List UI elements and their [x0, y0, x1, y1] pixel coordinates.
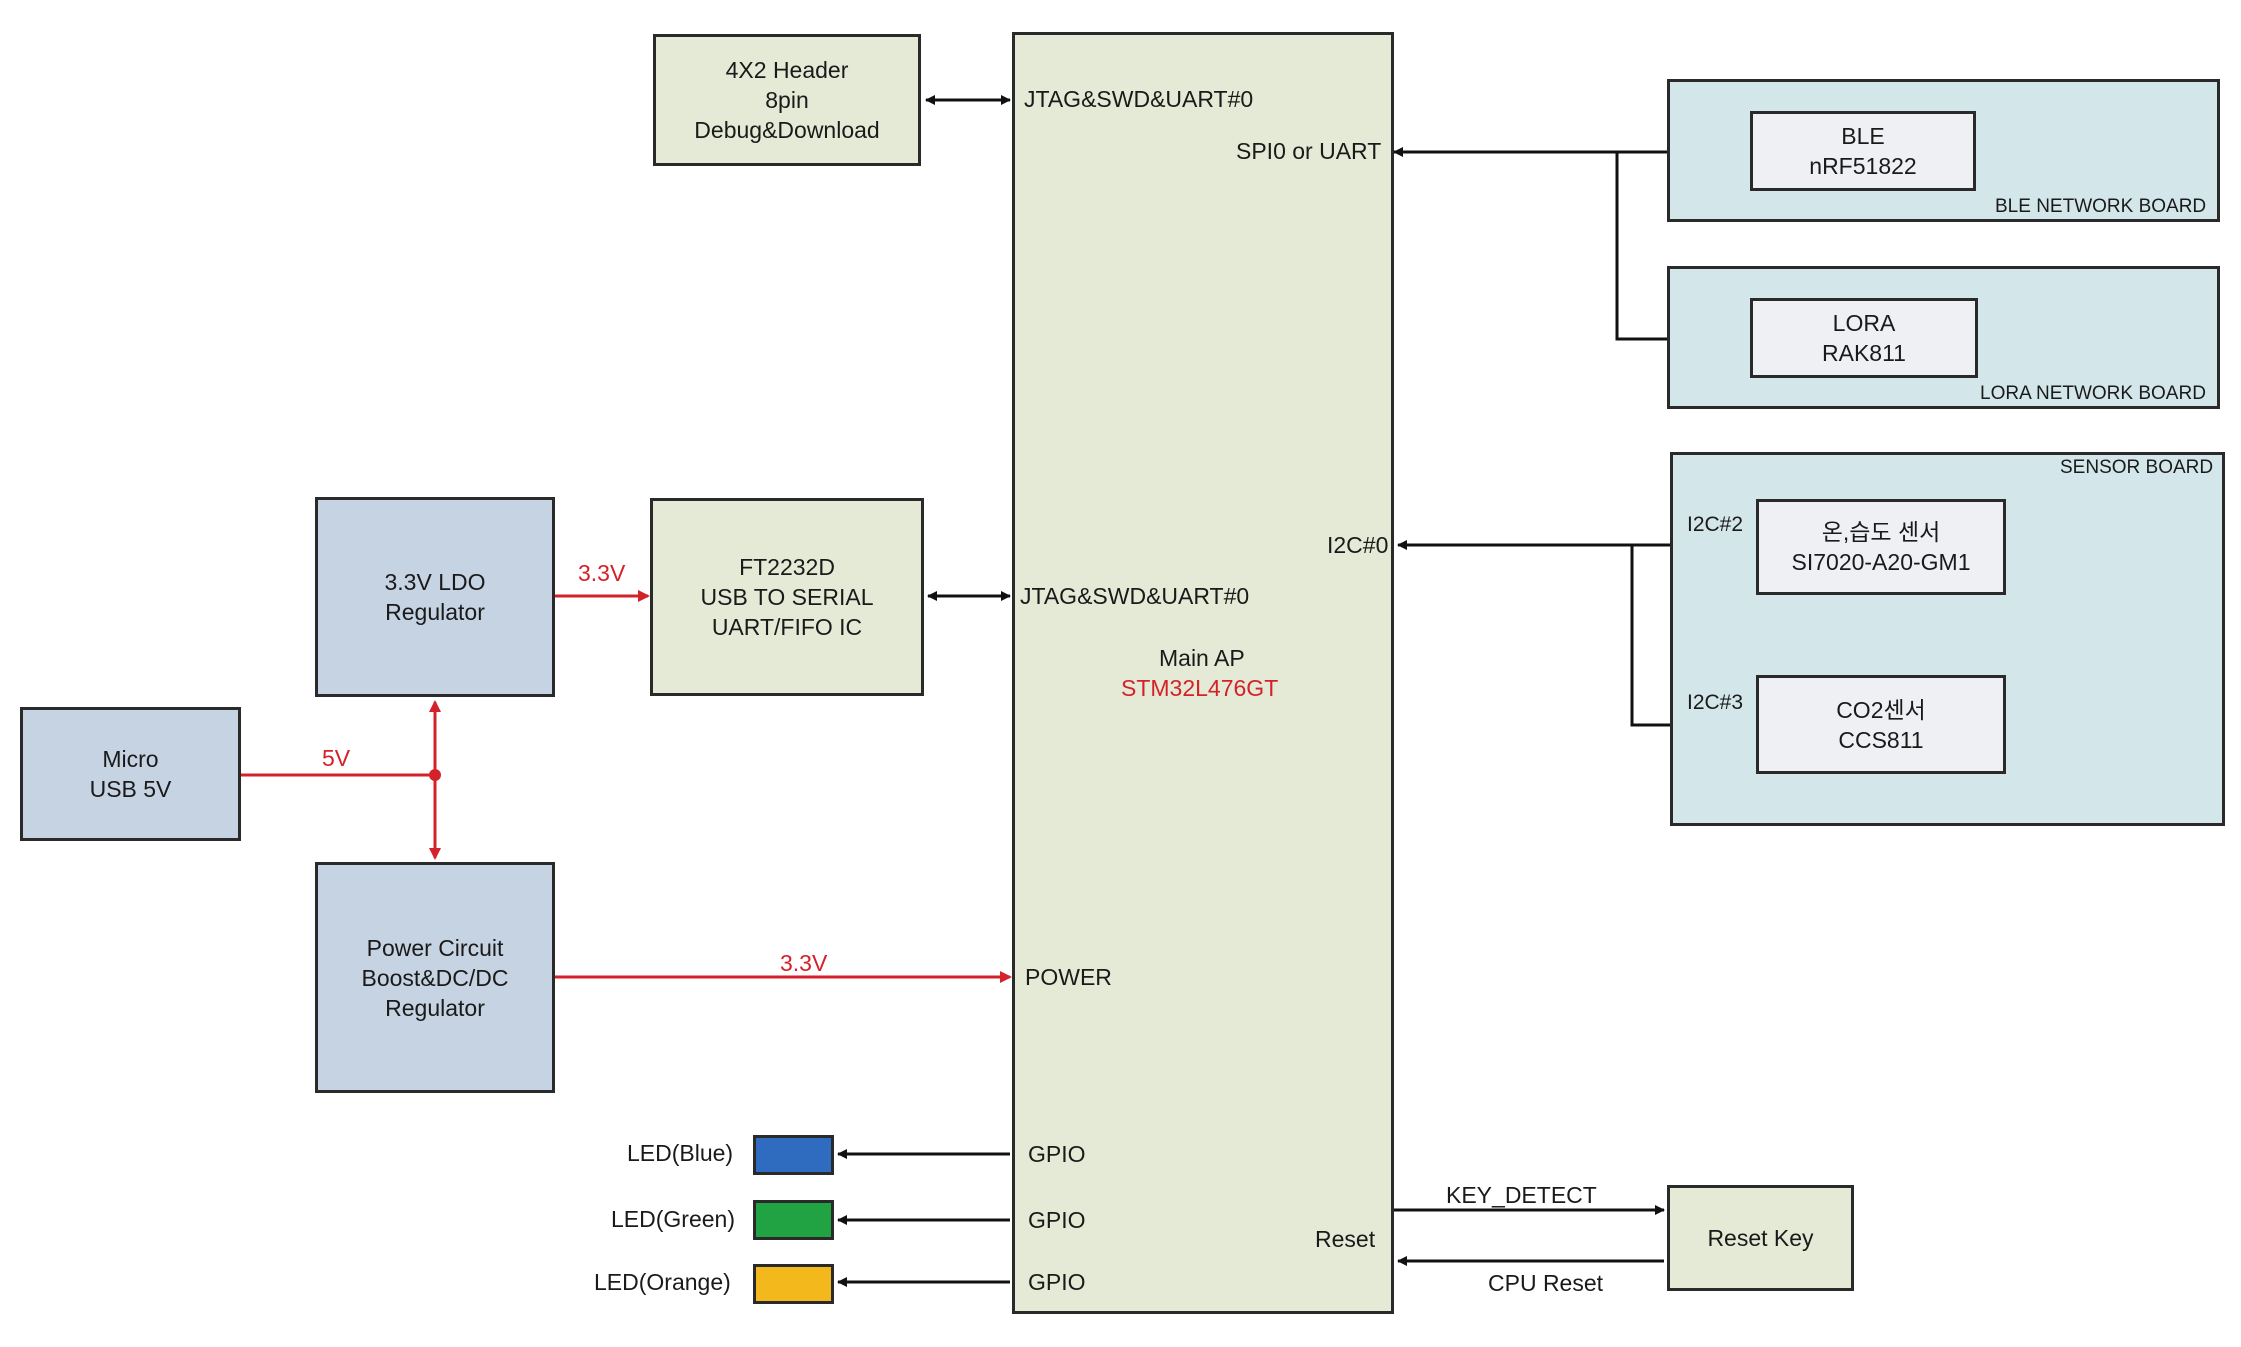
- lora-part: RAK811: [1822, 340, 1906, 366]
- label-5v: 5V: [322, 745, 351, 771]
- label-cpu-reset: CPU Reset: [1488, 1270, 1604, 1296]
- usb-line2: USB 5V: [89, 776, 172, 802]
- led-orange: [753, 1264, 834, 1304]
- led-green-label: LED(Green): [611, 1206, 735, 1232]
- humidity-name: 온,습도 센서: [1821, 519, 1941, 545]
- co2-name: CO2센서: [1836, 696, 1926, 723]
- reset-key-label: Reset Key: [1707, 1225, 1814, 1251]
- co2-part: CCS811: [1838, 726, 1924, 753]
- label-key-detect: KEY_DETECT: [1446, 1182, 1597, 1208]
- ft2232-line1: FT2232D: [739, 554, 835, 580]
- ble-part: nRF51822: [1809, 153, 1917, 179]
- sensor-board-label: SENSOR BOARD: [2060, 457, 2214, 478]
- usb-line1: Micro: [102, 746, 159, 772]
- pin-power: POWER: [1025, 964, 1112, 990]
- pin-i2c0: I2C#0: [1327, 532, 1389, 558]
- ldo-line2: Regulator: [385, 599, 485, 625]
- pin-gpio-3: GPIO: [1028, 1269, 1086, 1295]
- main-ap: [1012, 32, 1394, 1314]
- main-ap-title: Main AP: [1159, 645, 1245, 671]
- pin-reset: Reset: [1315, 1226, 1376, 1252]
- led-blue-label: LED(Blue): [627, 1140, 734, 1166]
- pin-i2c2: I2C#2: [1687, 513, 1744, 536]
- debug-header: 4X2 Header 8pin Debug&Download: [653, 34, 921, 166]
- led-orange-label: LED(Orange): [594, 1269, 731, 1295]
- pin-jtag-top: JTAG&SWD&UART#0: [1024, 86, 1254, 112]
- humidity-part: SI7020-A20-GM1: [1791, 549, 1971, 575]
- lora-name: LORA: [1832, 310, 1896, 336]
- pin-gpio-1: GPIO: [1028, 1141, 1086, 1167]
- ldo-line1: 3.3V LDO: [384, 569, 486, 595]
- label-3v3-power: 3.3V: [780, 950, 828, 976]
- ble-module: BLE nRF51822: [1750, 111, 1976, 191]
- humidity-sensor: 온,습도 센서 SI7020-A20-GM1: [1756, 499, 2006, 595]
- ble-board-label: BLE NETWORK BOARD: [1995, 196, 2207, 217]
- micro-usb: Micro USB 5V: [20, 707, 241, 841]
- power-line3: Regulator: [385, 994, 485, 1021]
- pin-spi-uart: SPI0 or UART: [1236, 138, 1382, 164]
- 5v-junction: [429, 769, 441, 781]
- main-ap-part: STM32L476GT: [1121, 675, 1279, 701]
- lora-module: LORA RAK811: [1750, 298, 1978, 378]
- co2-sensor: CO2센서 CCS811: [1756, 675, 2006, 774]
- header-line2: 8pin: [765, 87, 809, 113]
- power-circuit: Power Circuit Boost&DC/DC Regulator: [315, 862, 555, 1093]
- power-line2: Boost&DC/DC: [361, 964, 509, 991]
- power-line1: Power Circuit: [366, 934, 504, 961]
- header-line1: 4X2 Header: [725, 57, 849, 83]
- ble-name: BLE: [1841, 123, 1885, 149]
- ft2232-line3: UART/FIFO IC: [711, 614, 863, 640]
- ft2232-ic: FT2232D USB TO SERIAL UART/FIFO IC: [650, 498, 924, 696]
- header-line3: Debug&Download: [694, 117, 880, 143]
- pin-gpio-2: GPIO: [1028, 1207, 1086, 1233]
- ldo-regulator: 3.3V LDO Regulator: [315, 497, 555, 697]
- led-blue: [753, 1135, 834, 1175]
- led-green: [753, 1200, 834, 1240]
- pin-i2c3: I2C#3: [1687, 691, 1744, 714]
- lora-board-label: LORA NETWORK BOARD: [1980, 383, 2206, 404]
- label-3v3-ldo: 3.3V: [578, 560, 626, 586]
- reset-key[interactable]: Reset Key: [1667, 1185, 1854, 1291]
- pin-jtag-mid: JTAG&SWD&UART#0: [1020, 583, 1250, 609]
- ft2232-line2: USB TO SERIAL: [700, 584, 874, 610]
